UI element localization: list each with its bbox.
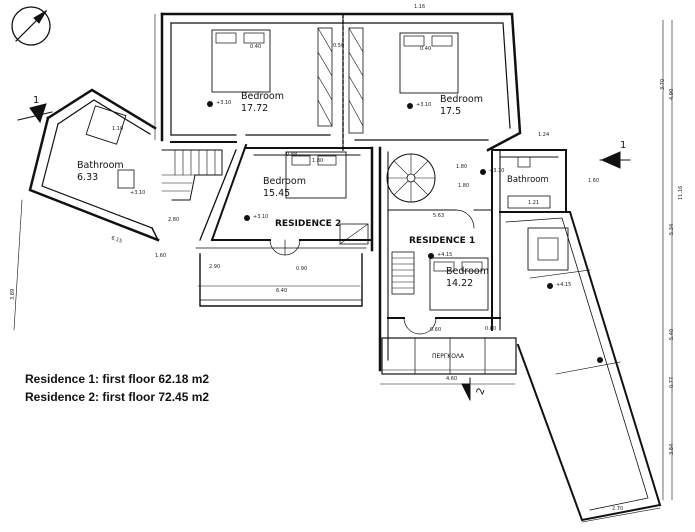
section-marker-left-icon [17, 103, 53, 124]
dimension-label: 1.10 [112, 126, 124, 132]
dimension-label: 3.70 [660, 78, 666, 90]
bedroom-c-name: Bedroom [263, 176, 306, 187]
pergola-label: ΠΕΡΓΚΟΛΑ [432, 353, 465, 360]
dimension-label: 0.60 [430, 327, 442, 333]
dimension-label: 1.80 [458, 183, 470, 189]
dimension-label: 1.60 [155, 253, 167, 259]
dimension-label: 1.60 [588, 178, 600, 184]
bedroom-b-area: 17.5 [440, 106, 462, 117]
bathroom-a-area: 6.33 [77, 172, 99, 183]
dimension-label: 0.88 [286, 152, 298, 158]
dimension-label: 1.16 [414, 4, 426, 10]
level-label: +3.10 [253, 214, 269, 220]
section-right-number: 1 [620, 140, 627, 151]
level-label: +4.15 [437, 252, 453, 258]
dimension-label: 2.80 [168, 217, 180, 223]
north-arrow-icon [11, 6, 51, 46]
dimension-label: 3.84 [669, 443, 675, 455]
residence-1-label: RESIDENCE 1 [409, 236, 476, 246]
bedroom-a-area: 17.72 [241, 103, 269, 114]
level-label: +3.10 [416, 102, 432, 108]
dimension-label: 0.77 [669, 376, 675, 388]
dimension-label: 3.89 [10, 288, 16, 300]
bedroom-d-area: 14.22 [446, 278, 474, 289]
bedroom-b-name: Bedroom [440, 94, 483, 105]
dimension-label: 4.90 [669, 88, 675, 100]
dimension-label: 1.24 [538, 132, 550, 138]
section-left-number: 1 [33, 95, 40, 106]
residence-1-area-note: Residence 1: first floor 62.18 m2 [25, 372, 210, 386]
residence-2-label: RESIDENCE 2 [275, 219, 342, 229]
dimension-label: 0.60 [485, 326, 497, 332]
dimension-label: 1.80 [312, 158, 324, 164]
level-label: +3.10 [216, 100, 232, 106]
level-label: +3.10 [489, 168, 505, 174]
dimension-label: 4.60 [446, 376, 458, 382]
dimension-label: 0.40 [250, 44, 262, 50]
dimension-label: 1.21 [528, 200, 540, 206]
dimension-label: 0.50 [333, 43, 345, 49]
bedroom-a-name: Bedroom [241, 91, 284, 102]
dimension-label: 11.16 [678, 185, 684, 200]
bathroom-a-name: Bathroom [77, 160, 124, 171]
dimension-label: 2.70 [612, 506, 624, 512]
dimension-label: 1.80 [456, 164, 468, 170]
dimension-label: 0.40 [420, 46, 432, 52]
dimension-label: 0.90 [296, 266, 308, 272]
dimension-label: 5.34 [669, 223, 675, 235]
residence-2-area-note: Residence 2: first floor 72.45 m2 [25, 390, 210, 404]
dimension-label: 5.63 [433, 213, 445, 219]
dimension-label: 5.40 [669, 328, 675, 340]
section-marker-right-icon [599, 151, 631, 169]
level-label: +3.10 [130, 190, 146, 196]
bedroom-c-area: 15.45 [263, 188, 291, 199]
bedroom-d-name: Bedroom [446, 266, 489, 277]
level-label: +4.15 [556, 282, 572, 288]
dimension-label: 2.90 [209, 264, 221, 270]
bathroom-b-name: Bathroom [507, 175, 549, 185]
dimension-label: 6.40 [276, 288, 288, 294]
section-marker-bottom-icon [461, 377, 471, 401]
